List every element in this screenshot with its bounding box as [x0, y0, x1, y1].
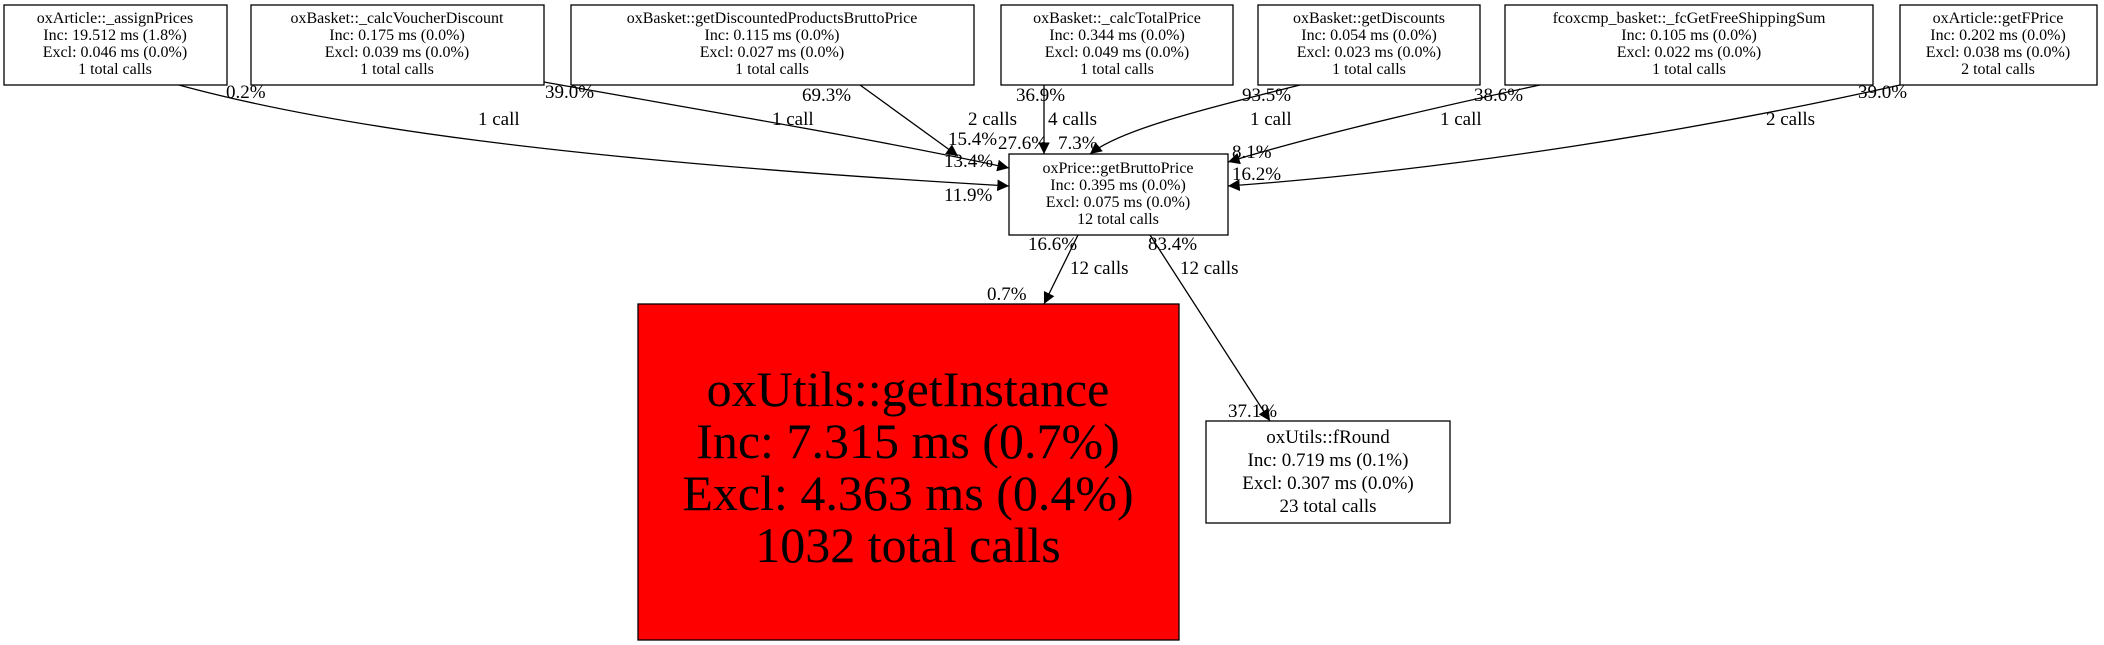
- edge-to-get-instance: [1043, 234, 1079, 305]
- node-inc: Inc: 19.512 ms (1.8%): [43, 27, 187, 44]
- edge-dst-pct: 13.4%: [944, 151, 993, 172]
- node-inc: Inc: 0.395 ms (0.0%): [1050, 177, 1186, 194]
- node-name: oxBasket::_calcVoucherDiscount: [291, 10, 505, 27]
- node-excl: Excl: 0.022 ms (0.0%): [1617, 44, 1761, 61]
- edge-calls: 12 calls: [1180, 258, 1239, 279]
- edge-calls: 1 call: [478, 109, 520, 130]
- node-calls: 2 total calls: [1961, 61, 2035, 78]
- edge-src-pct: 36.9%: [1016, 85, 1065, 106]
- node-discounted-products-brutto-price[interactable]: oxBasket::getDiscountedProductsBruttoPri…: [570, 4, 975, 86]
- edge-src-pct: 83.4%: [1148, 234, 1197, 255]
- node-excl: Excl: 4.363 ms (0.4%): [682, 465, 1133, 521]
- node-inc: Inc: 0.115 ms (0.0%): [705, 27, 840, 44]
- node-inc: Inc: 7.315 ms (0.7%): [696, 413, 1120, 469]
- node-excl: Excl: 0.027 ms (0.0%): [700, 44, 844, 61]
- edge-dst-pct: 11.9%: [944, 185, 993, 206]
- node-calls: 12 total calls: [1077, 211, 1159, 228]
- node-excl: Excl: 0.046 ms (0.0%): [43, 44, 187, 61]
- edge-dst-pct: 7.3%: [1058, 133, 1098, 154]
- edge-dst-pct: 8.1%: [1232, 142, 1272, 163]
- node-inc: Inc: 0.202 ms (0.0%): [1930, 27, 2066, 44]
- edge-dst-pct: 37.1%: [1228, 401, 1277, 422]
- edge-free-shipping: [1227, 84, 1541, 165]
- edge-calc-voucher: [543, 81, 1010, 172]
- edge-labels: 0.2% 1 call 11.9% 39.0% 1 call 13.4% 69.…: [226, 82, 1907, 422]
- node-inc: Inc: 0.175 ms (0.0%): [329, 27, 465, 44]
- edge-calls: 1 call: [1440, 109, 1482, 130]
- node-name: oxPrice::getBruttoPrice: [1042, 160, 1193, 177]
- node-get-discounts[interactable]: oxBasket::getDiscounts Inc: 0.054 ms (0.…: [1257, 4, 1481, 86]
- edge-get-fprice: [1227, 84, 1901, 191]
- edge-dst-pct: 15.4%: [948, 129, 997, 150]
- node-name: oxUtils::fRound: [1266, 427, 1390, 448]
- edges: [167, 81, 1901, 422]
- edge-dst-pct: 0.7%: [987, 284, 1027, 305]
- edge-calls: 4 calls: [1048, 109, 1097, 130]
- node-excl: Excl: 0.023 ms (0.0%): [1297, 44, 1441, 61]
- edge-calls: 2 calls: [968, 109, 1017, 130]
- edge-dst-pct: 16.2%: [1232, 164, 1281, 185]
- node-calls: 1 total calls: [360, 61, 434, 78]
- edge-src-pct: 93.5%: [1242, 85, 1291, 106]
- node-free-shipping-sum[interactable]: fcoxcmp_basket::_fcGetFreeShippingSum In…: [1504, 4, 1874, 86]
- node-assign-prices[interactable]: oxArticle::_assignPrices Inc: 19.512 ms …: [3, 4, 228, 86]
- edge-src-pct: 0.2%: [226, 82, 266, 103]
- node-get-instance[interactable]: oxUtils::getInstance Inc: 7.315 ms (0.7%…: [637, 303, 1180, 641]
- node-calls: 1032 total calls: [755, 517, 1061, 573]
- edge-discounted-brutto: [859, 84, 959, 157]
- edge-src-pct: 39.0%: [1858, 82, 1907, 103]
- node-calls: 1 total calls: [1332, 61, 1406, 78]
- node-name: oxBasket::getDiscountedProductsBruttoPri…: [627, 10, 918, 27]
- edge-dst-pct: 27.6%: [998, 133, 1047, 154]
- edge-src-pct: 16.6%: [1028, 234, 1077, 255]
- edge-calls: 12 calls: [1070, 258, 1129, 279]
- node-calc-voucher-discount[interactable]: oxBasket::_calcVoucherDiscount Inc: 0.17…: [250, 4, 545, 86]
- node-calls: 1 total calls: [78, 61, 152, 78]
- node-calls: 1 total calls: [1652, 61, 1726, 78]
- node-get-fprice[interactable]: oxArticle::getFPrice Inc: 0.202 ms (0.0%…: [1899, 4, 2098, 86]
- edge-src-pct: 39.0%: [545, 82, 594, 103]
- edge-calls: 1 call: [1250, 109, 1292, 130]
- node-excl: Excl: 0.049 ms (0.0%): [1045, 44, 1189, 61]
- node-excl: Excl: 0.039 ms (0.0%): [325, 44, 469, 61]
- node-name: oxUtils::getInstance: [707, 361, 1110, 417]
- node-calls: 23 total calls: [1279, 496, 1376, 517]
- node-excl: Excl: 0.038 ms (0.0%): [1926, 44, 2070, 61]
- node-fround[interactable]: oxUtils::fRound Inc: 0.719 ms (0.1%) Exc…: [1205, 420, 1451, 524]
- edge-src-pct: 69.3%: [802, 85, 851, 106]
- node-inc: Inc: 0.719 ms (0.1%): [1248, 450, 1409, 471]
- node-excl: Excl: 0.307 ms (0.0%): [1242, 473, 1414, 494]
- node-get-brutto-price[interactable]: oxPrice::getBruttoPrice Inc: 0.395 ms (0…: [1008, 153, 1229, 236]
- node-inc: Inc: 0.344 ms (0.0%): [1049, 27, 1185, 44]
- edge-calls: 2 calls: [1766, 109, 1815, 130]
- node-calls: 1 total calls: [1080, 61, 1154, 78]
- edge-get-discounts: [1089, 84, 1301, 155]
- edge-to-fround: [1149, 234, 1271, 422]
- edge-calls: 1 call: [772, 109, 814, 130]
- node-name: fcoxcmp_basket::_fcGetFreeShippingSum: [1553, 10, 1826, 27]
- node-calc-total-price[interactable]: oxBasket::_calcTotalPrice Inc: 0.344 ms …: [1000, 4, 1234, 86]
- node-name: oxBasket::_calcTotalPrice: [1033, 10, 1201, 27]
- node-name: oxBasket::getDiscounts: [1293, 10, 1445, 27]
- node-inc: Inc: 0.105 ms (0.0%): [1621, 27, 1757, 44]
- node-name: oxArticle::_assignPrices: [37, 10, 193, 27]
- node-name: oxArticle::getFPrice: [1933, 10, 2064, 27]
- edge-src-pct: 38.6%: [1474, 85, 1523, 106]
- node-calls: 1 total calls: [735, 61, 809, 78]
- edge-assign-prices: [167, 81, 1010, 192]
- node-inc: Inc: 0.054 ms (0.0%): [1301, 27, 1437, 44]
- node-excl: Excl: 0.075 ms (0.0%): [1046, 194, 1190, 211]
